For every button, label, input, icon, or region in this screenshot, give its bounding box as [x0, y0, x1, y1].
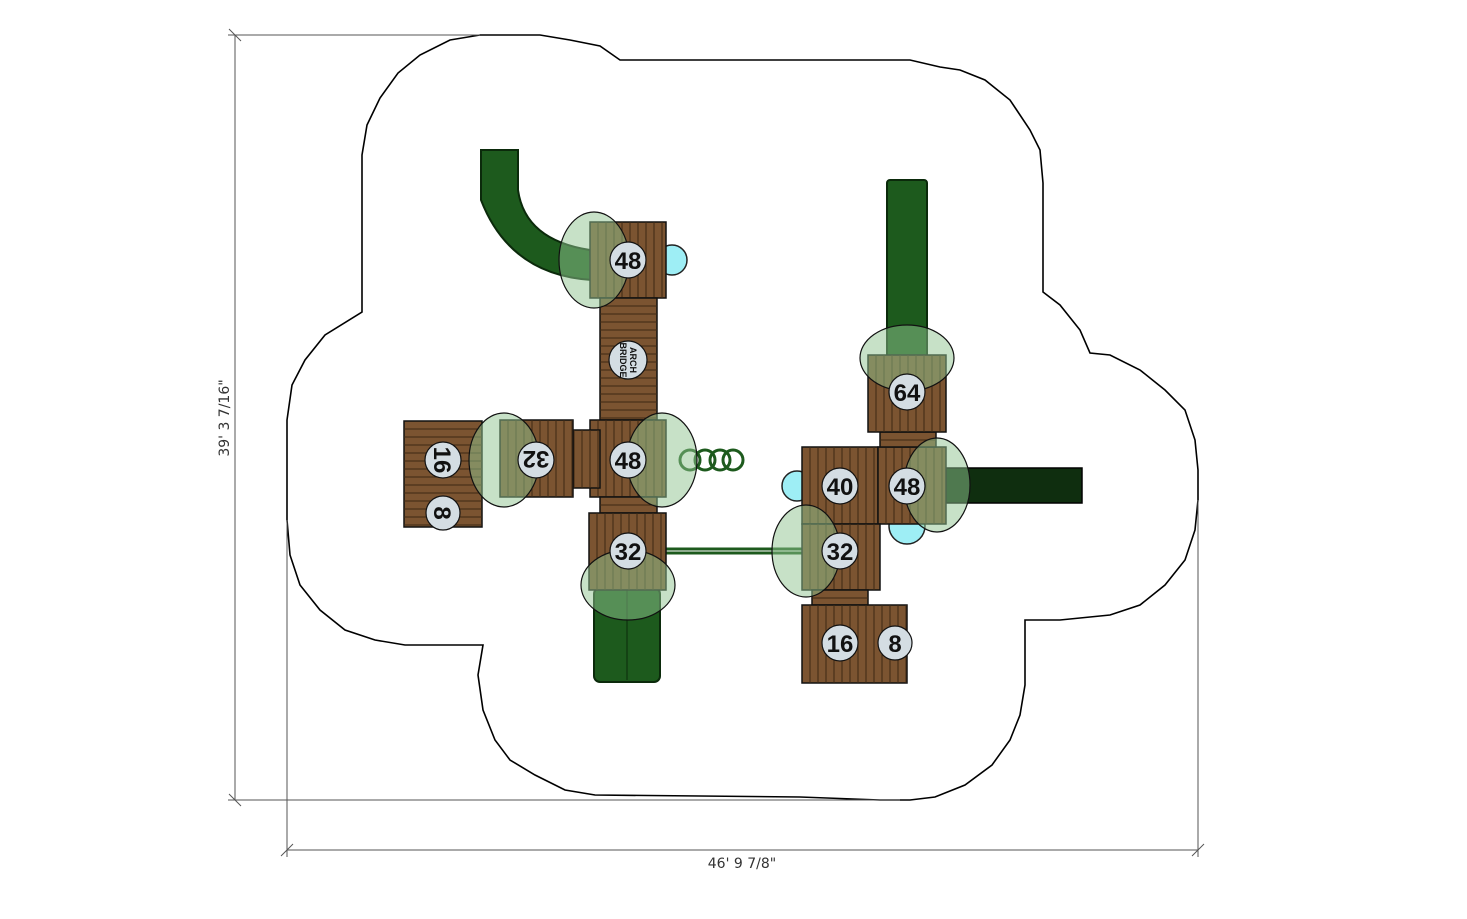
platform-label-top-left: 48 — [615, 248, 642, 275]
platform-label-left: 32 — [523, 445, 550, 472]
platform-label-center: 48 — [615, 448, 642, 475]
width-dimension-label: 46' 9 7/8" — [708, 856, 776, 872]
platform-labels — [424, 241, 926, 662]
platform-label-right-bottom-a: 16 — [827, 631, 854, 658]
dimension-lines — [228, 28, 1205, 857]
platform-label-right-a: 40 — [827, 474, 854, 501]
platform-label-far-left-b: 8 — [428, 506, 455, 519]
platform-label-right-bottom-b: 8 — [888, 631, 901, 658]
platform-label-bottom-left: 32 — [615, 539, 642, 566]
platform-label-right-top: 64 — [894, 380, 921, 407]
arch-bridge-label-1: ARCH — [628, 347, 638, 373]
height-dimension-label: 39' 3 7/16" — [217, 379, 233, 456]
platform-label-far-left-a: 16 — [428, 447, 455, 474]
platform-label-right-b: 48 — [894, 474, 921, 501]
platform-label-right-mid: 32 — [827, 539, 854, 566]
safety-zone-boundary — [286, 34, 1199, 801]
arch-bridge-label-2: BRIDGE — [618, 342, 628, 377]
